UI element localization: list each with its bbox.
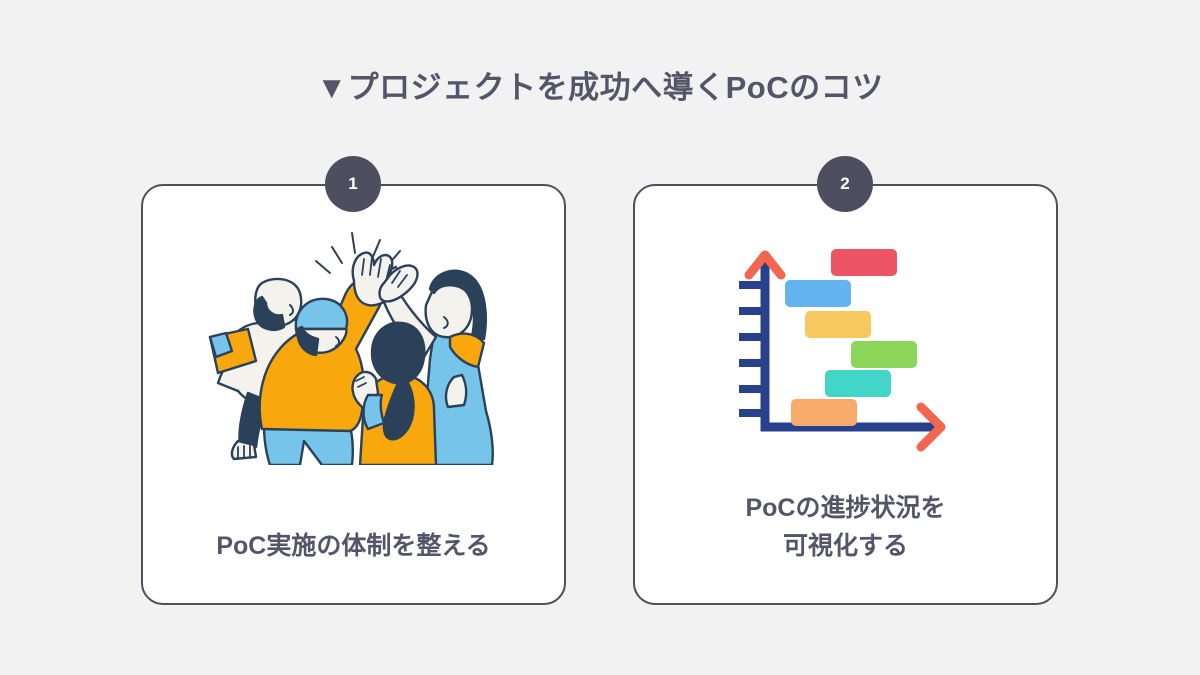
badge-label: 2 — [840, 174, 850, 193]
card-poc-progress: PoCの進捗状況を 可視化する — [633, 184, 1058, 605]
badge-label: 1 — [348, 174, 358, 193]
chart-bars — [784, 249, 917, 426]
caption-line: PoC実施の体制を整える — [216, 531, 491, 560]
caption-line: PoCの進捗状況を — [745, 494, 946, 522]
gantt-chart-illustration — [635, 210, 1056, 480]
card-caption: PoC実施の体制を整える — [143, 528, 564, 566]
card-number-badge: 2 — [817, 156, 873, 212]
page-title: ▼プロジェクトを成功へ導くPoCのコツ — [316, 70, 884, 105]
card-number-badge: 1 — [325, 156, 381, 212]
card-poc-team: PoC実施の体制を整える — [141, 184, 566, 605]
card-caption: PoCの進捗状況を 可視化する — [635, 490, 1056, 565]
team-high-five-illustration — [143, 210, 564, 480]
chart-axes — [738, 250, 945, 452]
caption-line: 可視化する — [782, 531, 908, 560]
